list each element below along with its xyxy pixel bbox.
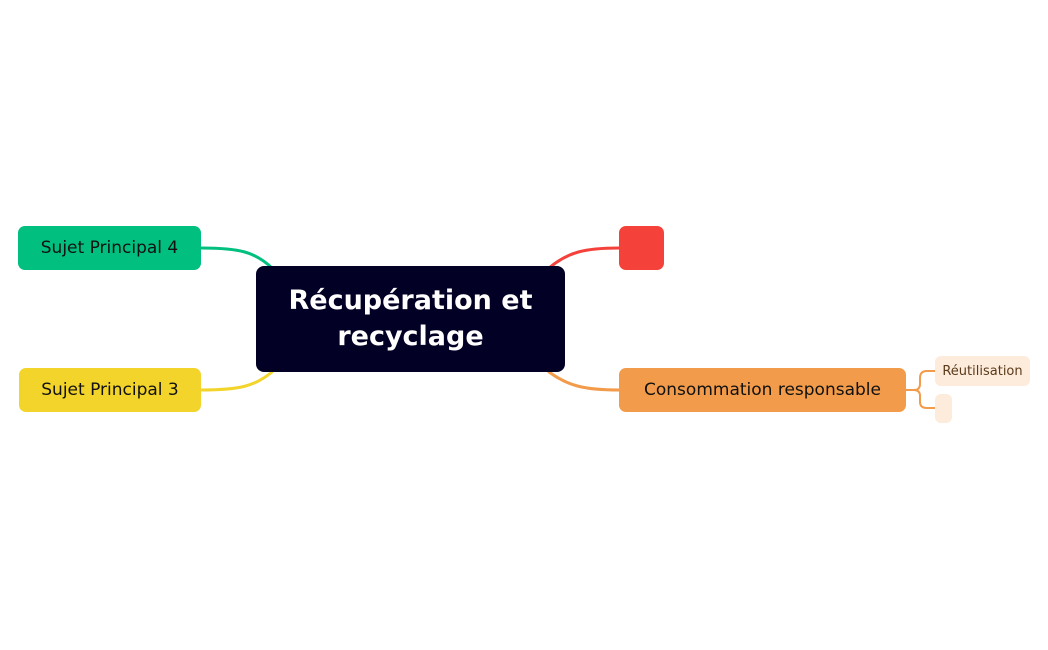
connector-topic-red	[547, 246, 621, 270]
connector-sub-empty	[913, 389, 936, 409]
connector-topic-3	[199, 370, 274, 392]
connector-sub-reuse	[905, 370, 936, 391]
central-topic-label: Récupération et recyclage	[288, 283, 532, 355]
main-topic-3-label: Sujet Principal 3	[41, 380, 179, 400]
sub-topic-reuse-label: Réutilisation	[942, 363, 1023, 379]
connector-topic-consumption	[547, 370, 621, 392]
main-topic-red-empty[interactable]	[619, 226, 664, 270]
connector-topic-4	[199, 246, 274, 270]
main-topic-4-label: Sujet Principal 4	[40, 238, 179, 258]
main-topic-consumption-label: Consommation responsable	[644, 380, 881, 400]
central-topic[interactable]: Récupération et recyclage	[256, 266, 565, 372]
main-topic-4[interactable]: Sujet Principal 4	[18, 226, 201, 270]
sub-topic-empty[interactable]	[935, 394, 952, 423]
sub-topic-reuse[interactable]: Réutilisation	[935, 356, 1030, 386]
central-topic-label-line1: Récupération et	[288, 285, 533, 316]
main-topic-3[interactable]: Sujet Principal 3	[19, 368, 201, 412]
main-topic-consumption[interactable]: Consommation responsable	[619, 368, 906, 412]
central-topic-label-line2: recyclage	[337, 321, 484, 352]
